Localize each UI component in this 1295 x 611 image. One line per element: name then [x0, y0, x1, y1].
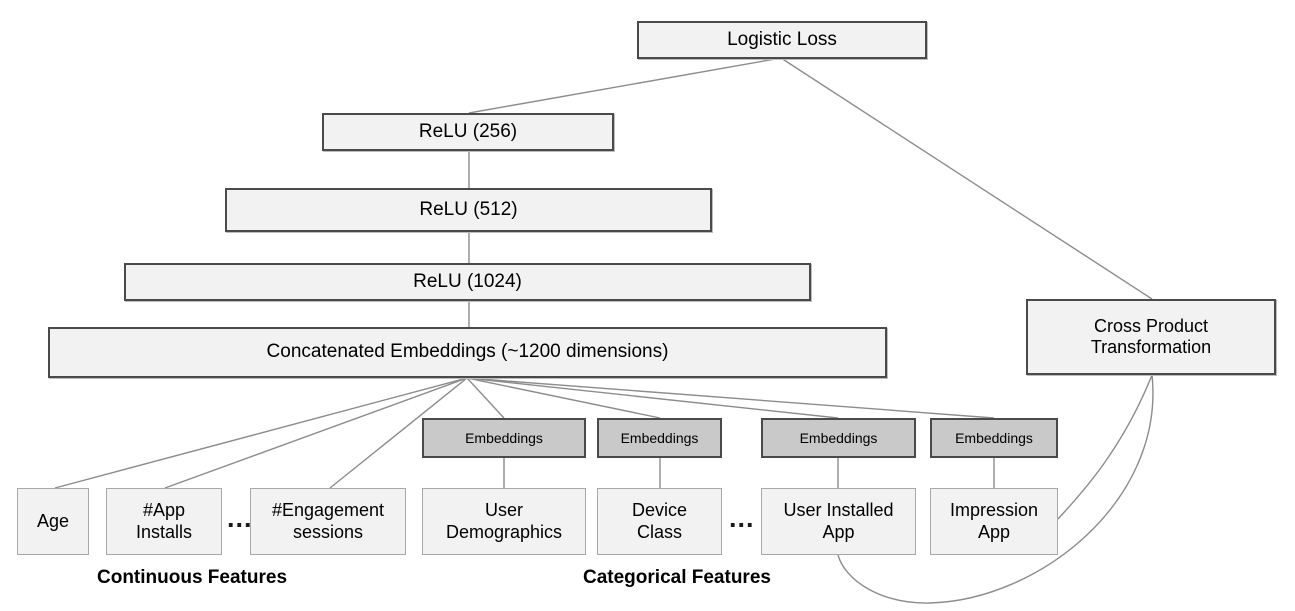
node-feature-user-demographics[interactable]: User Demographics	[422, 488, 586, 555]
node-embeddings-2[interactable]: Embeddings	[597, 418, 722, 458]
node-feature-user-installed-app-line-1: User Installed	[783, 500, 894, 521]
edge-concat-to-embeddings-3	[466, 377, 839, 419]
node-feature-user-installed-app[interactable]: User Installed App	[761, 488, 916, 555]
node-cross-product-transformation[interactable]: Cross Product Transformation	[1026, 299, 1276, 375]
edge-concat-to-age	[54, 377, 468, 489]
node-relu-1024-label: ReLU (1024)	[413, 270, 522, 292]
edge-concat-to-embeddings-4	[466, 377, 995, 419]
ellipsis-continuous: ...	[227, 503, 253, 533]
node-feature-impression-app[interactable]: Impression App	[930, 488, 1058, 555]
node-feature-impression-app-line-1: Impression	[949, 500, 1039, 521]
node-embeddings-3[interactable]: Embeddings	[761, 418, 916, 458]
node-feature-age-line-1: Age	[36, 510, 70, 531]
node-embeddings-1-label: Embeddings	[465, 429, 543, 446]
cross-product-line-2: Transformation	[1090, 337, 1212, 357]
node-embeddings-4[interactable]: Embeddings	[930, 418, 1058, 458]
node-feature-impression-app-line-2: App	[977, 521, 1011, 542]
edge-cross-product-to-impression-app	[1057, 374, 1153, 520]
node-concatenated-embeddings[interactable]: Concatenated Embeddings (~1200 dimension…	[48, 327, 887, 378]
node-feature-engagement-sessions-line-1: #Engagement	[271, 500, 385, 521]
edge-concat-to-embeddings-2	[466, 377, 661, 419]
node-feature-user-demographics-line-1: User	[484, 500, 523, 521]
edge-concat-to-embeddings-1	[466, 377, 505, 419]
node-feature-user-demographics-line-2: Demographics	[445, 521, 563, 542]
caption-continuous-features: Continuous Features	[97, 567, 288, 588]
node-feature-device-class-line-1: Device	[631, 500, 688, 521]
node-logistic-loss-label: Logistic Loss	[727, 28, 837, 50]
node-embeddings-3-label: Embeddings	[799, 429, 878, 446]
edge-loss-to-cross-product	[780, 57, 1153, 300]
node-embeddings-4-label: Embeddings	[955, 429, 1033, 446]
node-feature-engagement-sessions[interactable]: #Engagement sessions	[250, 488, 406, 555]
node-relu-512-label: ReLU (512)	[419, 198, 518, 220]
node-embeddings-2-label: Embeddings	[620, 429, 699, 446]
node-feature-device-class-line-2: Class	[636, 521, 682, 542]
node-feature-app-installs-line-2: Installs	[135, 521, 193, 542]
edge-loss-to-relu256	[468, 57, 782, 114]
node-relu-1024[interactable]: ReLU (1024)	[124, 263, 811, 301]
node-relu-512[interactable]: ReLU (512)	[225, 188, 712, 232]
node-relu-256-label: ReLU (256)	[418, 120, 518, 142]
node-concatenated-embeddings-label: Concatenated Embeddings (~1200 dimension…	[266, 341, 669, 363]
node-feature-app-installs[interactable]: #App Installs	[106, 488, 222, 555]
node-feature-age[interactable]: Age	[17, 488, 89, 555]
node-relu-256[interactable]: ReLU (256)	[322, 113, 614, 151]
node-feature-app-installs-line-1: #App	[142, 500, 186, 521]
cross-product-line-1: Cross Product	[1093, 315, 1209, 336]
node-feature-engagement-sessions-line-2: sessions	[292, 521, 364, 542]
node-embeddings-1[interactable]: Embeddings	[422, 418, 586, 458]
node-logistic-loss[interactable]: Logistic Loss	[637, 21, 927, 59]
caption-categorical-features: Categorical Features	[583, 567, 771, 588]
ellipsis-categorical: ...	[729, 503, 755, 533]
node-feature-user-installed-app-line-2: App	[822, 521, 855, 542]
node-feature-device-class[interactable]: Device Class	[597, 488, 722, 555]
